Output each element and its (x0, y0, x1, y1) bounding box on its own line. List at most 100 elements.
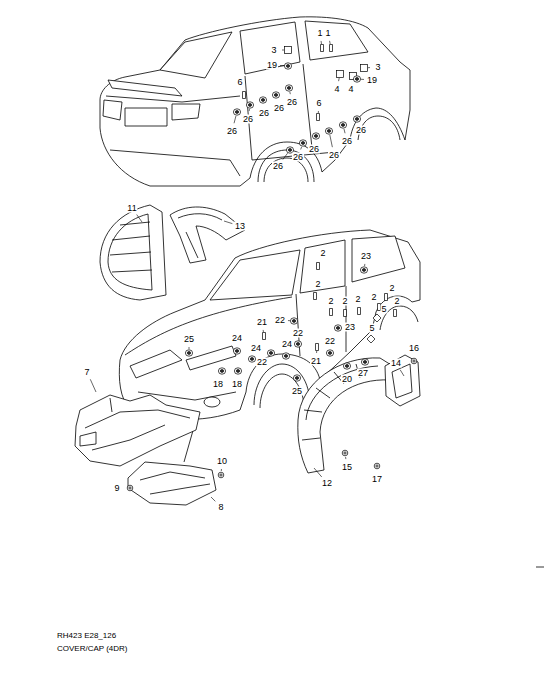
grommet-plug (267, 350, 274, 356)
callout-number: 6 (315, 99, 322, 108)
seal-diamond (373, 314, 381, 322)
leader-line (249, 109, 250, 111)
front-under-cover (75, 395, 200, 466)
grommet-plug (272, 92, 279, 98)
leader-line (300, 147, 302, 150)
caption-text: COVER/CAP (4DR) (56, 645, 129, 653)
callout-number: 26 (226, 127, 238, 136)
leader-line (338, 78, 340, 81)
callout-number: 20 (341, 375, 353, 384)
grommet-plug (246, 102, 253, 108)
callout-number: 26 (355, 126, 367, 135)
callout-number: 24 (281, 340, 293, 349)
callout-number: 2 (319, 249, 326, 258)
leader-line (224, 221, 232, 224)
callout-number: 22 (256, 358, 268, 367)
clip-tab (394, 310, 397, 317)
grommet-plug (284, 63, 291, 69)
callout-number: 1 (324, 29, 331, 38)
callout-number: 12 (321, 479, 333, 488)
callout-number: 19 (366, 76, 378, 85)
callout-number: 25 (291, 387, 303, 396)
clip-tab (317, 114, 320, 121)
leader-line (211, 497, 215, 501)
leader-line (316, 351, 317, 353)
leader-line (400, 370, 404, 376)
callout-number: 21 (310, 357, 322, 366)
callout-number: 26 (292, 153, 304, 162)
callout-number: 26 (242, 115, 254, 124)
grommet-plug (185, 350, 192, 356)
callout-number: 26 (328, 151, 340, 160)
leader-line (330, 135, 333, 147)
leader-line (288, 320, 290, 321)
callout-number: 3 (374, 63, 381, 72)
callout-number: 2 (314, 280, 321, 289)
grommet-plug (334, 325, 341, 331)
callout-number: 2 (341, 297, 348, 306)
grommet-plug (233, 348, 240, 354)
sedan-front-view (119, 230, 420, 419)
screw (411, 358, 417, 364)
screw (342, 450, 348, 456)
seal-patch (361, 65, 368, 72)
seal-patch (285, 47, 292, 54)
callout-number: 18 (231, 380, 243, 389)
grommet-plug (299, 140, 306, 146)
leader-line (321, 41, 322, 44)
clip-tab (385, 294, 388, 301)
callout-number: 21 (256, 318, 268, 327)
leader-line (90, 379, 96, 392)
grommet-plug (293, 375, 300, 381)
callout-number: 4 (347, 85, 354, 94)
callout-number: 11 (126, 204, 137, 213)
callout-number: 19 (266, 61, 278, 70)
front-fender-liner (298, 355, 420, 473)
callout-number: 26 (341, 137, 353, 146)
callout-number: 2 (388, 284, 395, 293)
grommet-plug (234, 368, 241, 374)
callout-number: 4 (333, 85, 340, 94)
callout-number: 26 (273, 104, 285, 113)
callout-number: 13 (234, 222, 246, 231)
clip-tab (263, 333, 266, 340)
clip-tab (330, 45, 333, 52)
leader-line (189, 347, 190, 349)
grommet-plug (353, 76, 360, 82)
callout-number: 26 (258, 109, 270, 118)
callout-number: 26 (308, 145, 320, 154)
callout-number: 27 (357, 369, 369, 378)
grommet-plug (326, 350, 333, 356)
leader-line (263, 330, 264, 332)
leader-line (364, 264, 365, 266)
callout-number: 2 (393, 297, 400, 306)
leader-line (282, 50, 284, 51)
callout-number: 8 (217, 503, 224, 512)
clip-tab (317, 263, 320, 270)
leader-line (137, 215, 142, 222)
callout-number: 15 (341, 463, 353, 472)
grommet-plug (343, 363, 350, 369)
grommet-plug (353, 116, 360, 122)
callout-number: 2 (370, 293, 377, 302)
clip-tab (321, 45, 324, 52)
leader-line (329, 41, 331, 44)
screw (374, 463, 380, 469)
callout-number: 23 (360, 252, 372, 261)
callout-number: 5 (368, 324, 375, 333)
clip-tab (330, 309, 333, 316)
callout-number: 6 (236, 78, 243, 87)
grommet-plug (312, 133, 319, 139)
clip-tab (316, 344, 319, 351)
engine-under-cover (128, 462, 216, 505)
callout-number: 22 (274, 316, 286, 325)
page-mark (536, 567, 544, 568)
seal-patch (337, 71, 344, 78)
leader-line (368, 67, 370, 68)
leader-line (221, 469, 222, 471)
callout-number: 7 (83, 368, 90, 377)
callout-number: 24 (231, 334, 243, 343)
grommet-plug (248, 356, 255, 362)
callout-number: 10 (216, 457, 228, 466)
callout-number: 1 (316, 29, 323, 38)
